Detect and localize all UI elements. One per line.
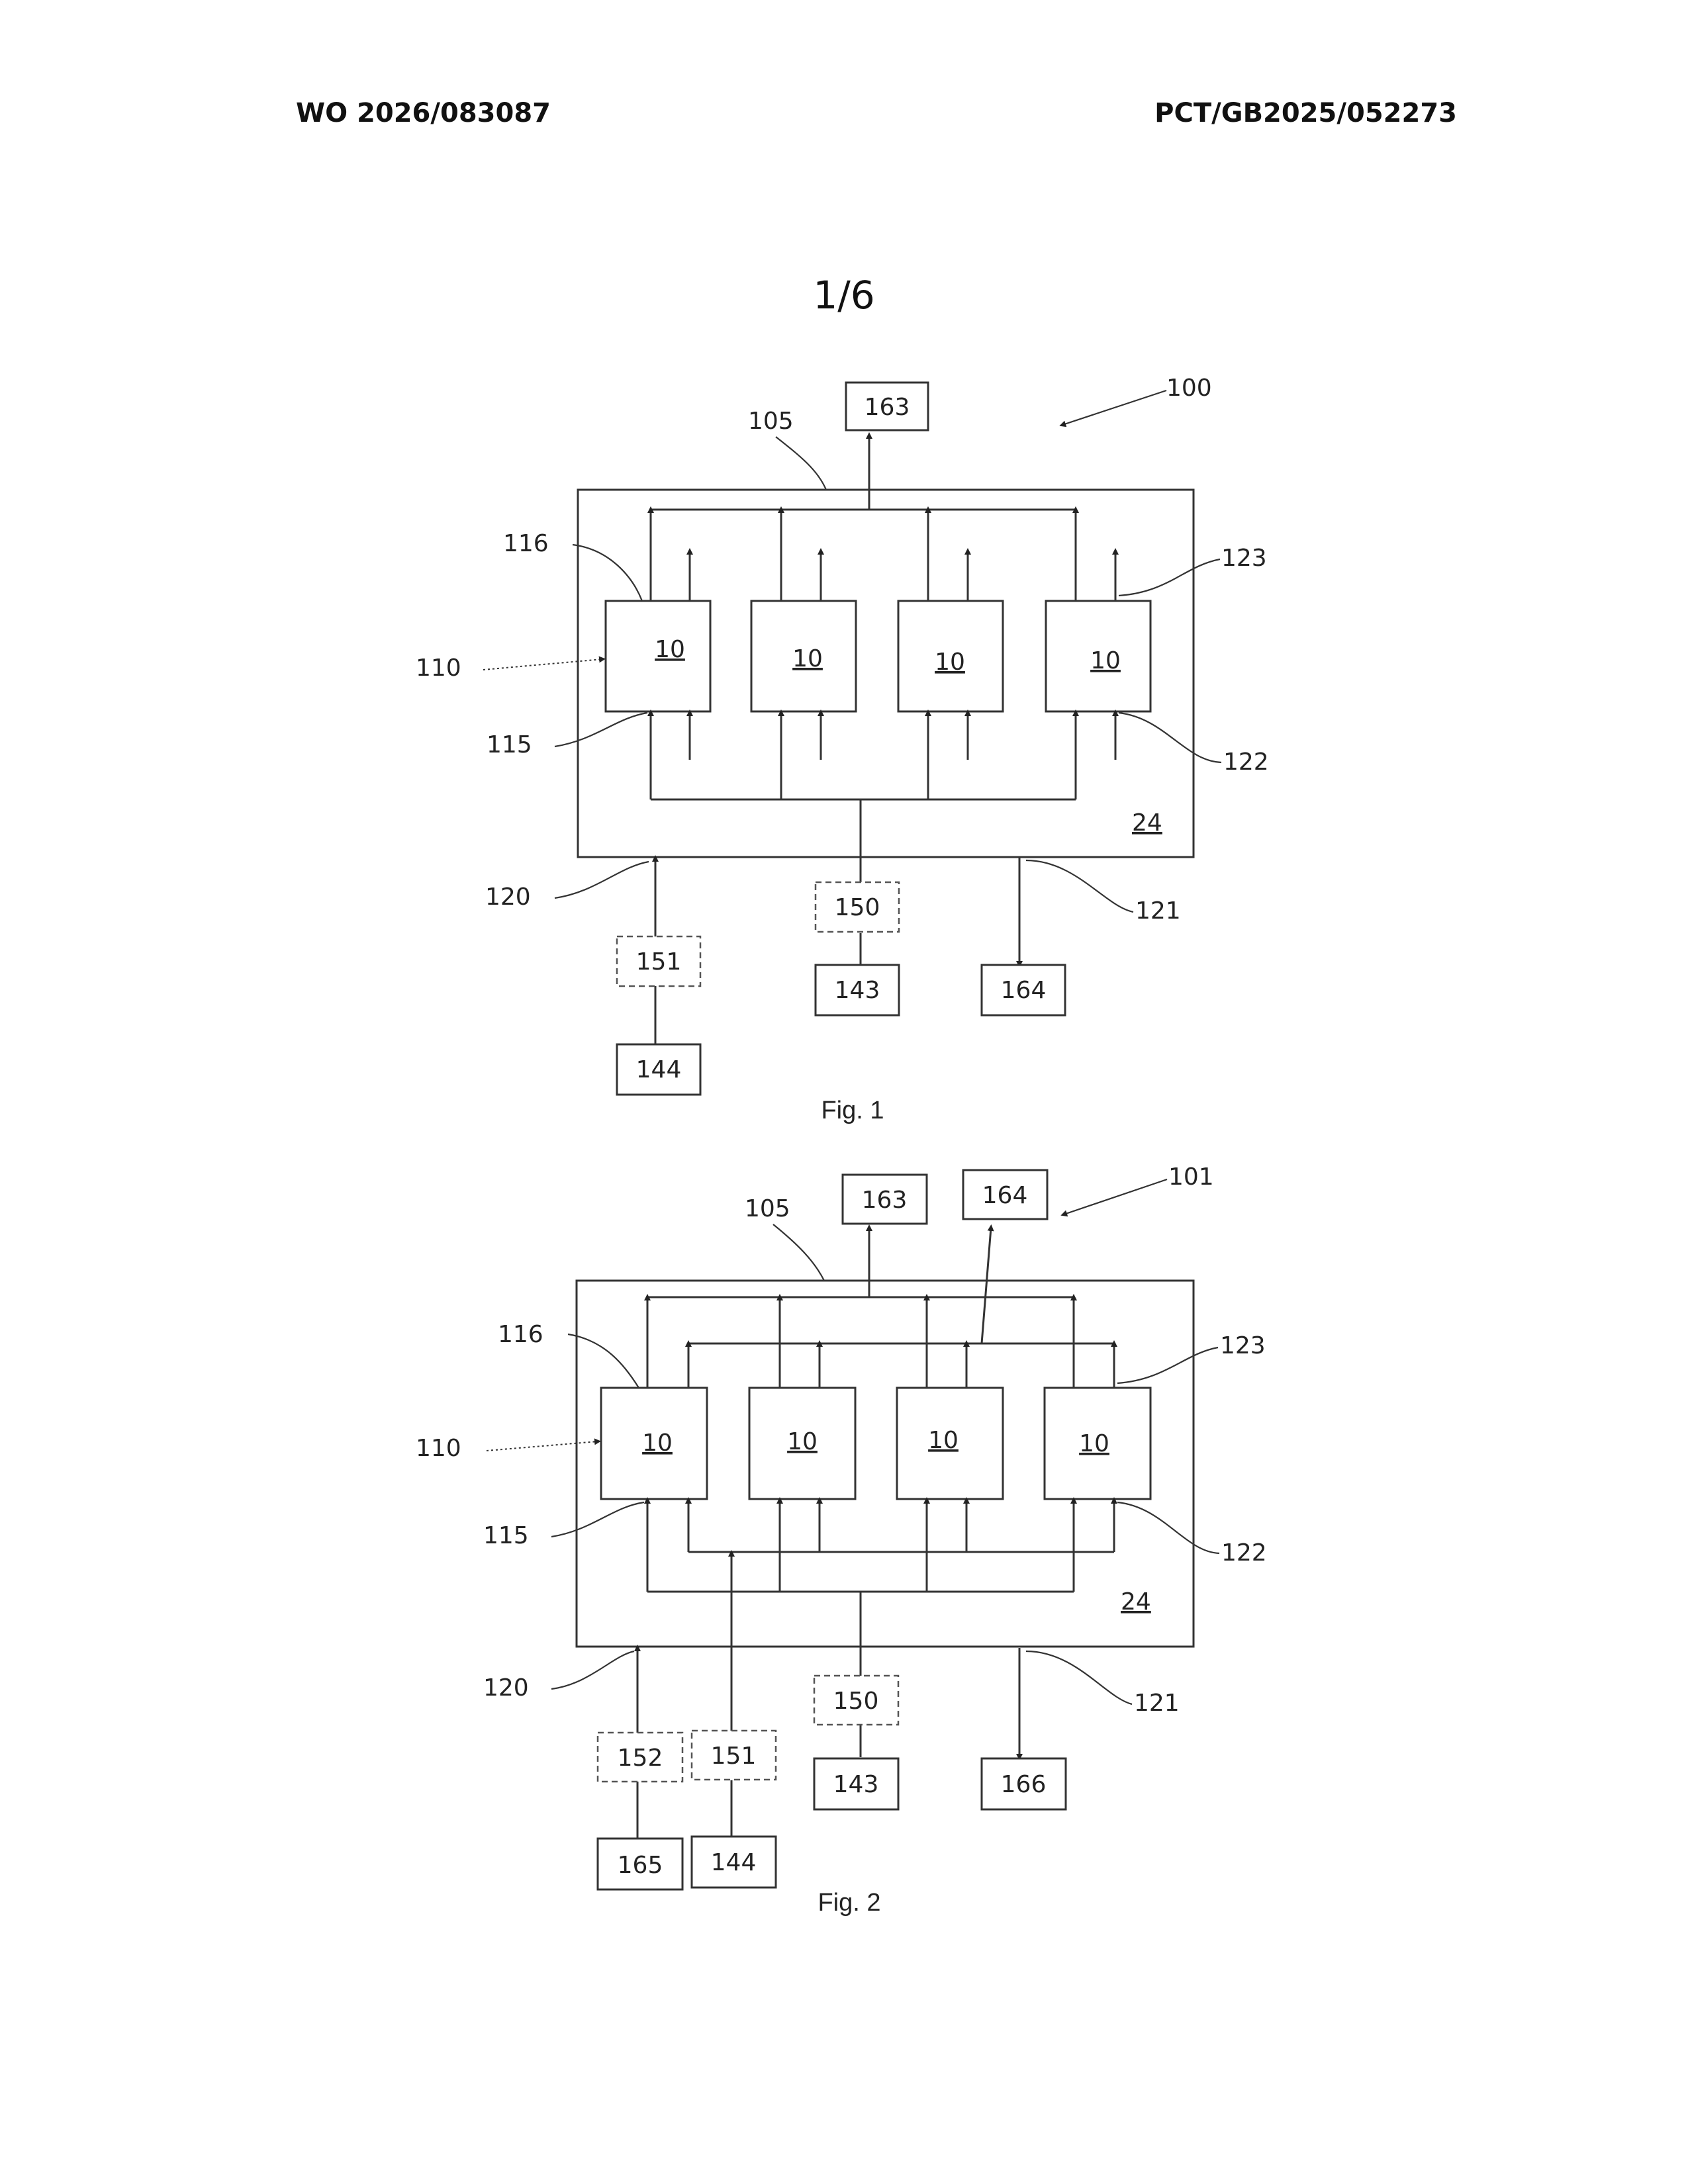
- fig2-ref-116: 116: [498, 1321, 543, 1348]
- fig2-module-label-4: 10: [1079, 1430, 1109, 1457]
- fig2-ref-115: 115: [483, 1522, 529, 1549]
- fig2-box-143-label: 143: [833, 1771, 879, 1798]
- fig1-ref-120: 120: [485, 884, 531, 911]
- fig2-box-151-label: 151: [711, 1743, 757, 1770]
- fig2-ref-123: 123: [1220, 1332, 1266, 1359]
- fig1-module-label-4: 10: [1090, 647, 1121, 674]
- fig1-ref-116: 116: [503, 530, 549, 557]
- fig1-leader-121: [1026, 860, 1133, 912]
- fig2-leader-105: [773, 1224, 824, 1281]
- fig2-module-label-3: 10: [928, 1427, 959, 1454]
- fig1-box-164-label: 164: [1001, 977, 1047, 1004]
- fig2-box-164-label: 164: [982, 1182, 1028, 1209]
- fig1-ref-100: 100: [1166, 375, 1212, 402]
- fig2-leader-101: [1064, 1179, 1167, 1214]
- fig2-ref-110: 110: [416, 1435, 461, 1462]
- fig1-caption: Fig. 1: [821, 1097, 884, 1124]
- fig2-box-166-label: 166: [1001, 1771, 1047, 1798]
- fig1-leader-120: [555, 862, 649, 898]
- fig2-ref-120: 120: [483, 1674, 529, 1702]
- fig2-box-165-label: 165: [618, 1852, 663, 1879]
- fig1-module-label-1: 10: [655, 636, 685, 663]
- fig2-ref-24: 24: [1121, 1588, 1151, 1615]
- fig2-ref-122: 122: [1221, 1539, 1267, 1567]
- fig2-box-163-label: 163: [862, 1187, 908, 1214]
- fig1-ref-122: 122: [1223, 749, 1269, 776]
- fig2-ref-101: 101: [1168, 1163, 1214, 1191]
- fig1-ref-105: 105: [748, 408, 794, 435]
- fig1-box-150-label: 150: [835, 894, 880, 921]
- fig1-ref-115: 115: [487, 731, 532, 758]
- fig2-ref-105: 105: [745, 1195, 790, 1222]
- fig1-box-151-label: 151: [636, 948, 682, 976]
- fig2-box-152-label: 152: [618, 1745, 663, 1772]
- fig1-box-163-label: 163: [865, 394, 910, 421]
- fig2-ref-121: 121: [1134, 1690, 1180, 1717]
- fig2-module-label-2: 10: [787, 1428, 818, 1455]
- fig2-leader-121: [1026, 1651, 1132, 1704]
- fig2-box-150-label: 150: [833, 1688, 879, 1715]
- fig1-leader-105: [776, 437, 826, 490]
- fig1-leader-100: [1062, 390, 1166, 425]
- figure-2: 10 10 10 10: [416, 1163, 1267, 1917]
- fig1-ref-121: 121: [1135, 897, 1181, 925]
- fig1-module-label-2: 10: [792, 645, 823, 672]
- fig2-module-label-1: 10: [642, 1430, 673, 1457]
- fig1-module-label-3: 10: [935, 649, 965, 676]
- fig1-ref-24: 24: [1132, 809, 1162, 837]
- figure-1: 10 10 10 10: [416, 375, 1269, 1124]
- fig1-ref-123: 123: [1221, 545, 1267, 572]
- fig1-ref-110: 110: [416, 655, 461, 682]
- fig1-box-143-label: 143: [835, 977, 880, 1004]
- fig1-box-144-label: 144: [636, 1056, 682, 1083]
- fig2-caption: Fig. 2: [818, 1889, 880, 1917]
- fig2-leader-120: [551, 1651, 634, 1689]
- fig2-box-144-label: 144: [711, 1849, 757, 1876]
